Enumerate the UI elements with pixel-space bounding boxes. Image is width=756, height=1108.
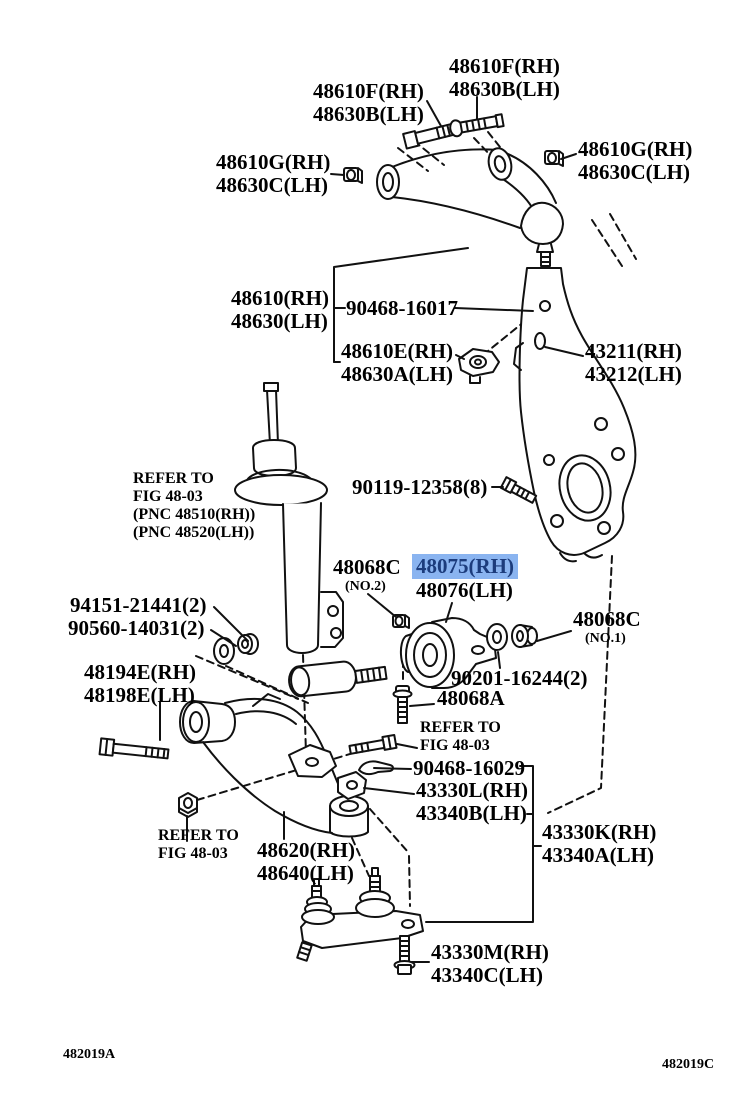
part-number-line: 90201-16244(2) bbox=[451, 666, 588, 690]
note-refer-fig-mid: REFER TO FIG 48-03 bbox=[420, 719, 501, 755]
note-refer-fig-lower: REFER TO FIG 48-03 bbox=[158, 827, 239, 863]
nut-48068c-no2-drawing bbox=[392, 614, 410, 629]
part-number-line: 43330L(RH) bbox=[416, 778, 528, 802]
bushing-48075-drawing bbox=[400, 617, 497, 689]
upper-nut-left-drawing bbox=[343, 167, 363, 184]
part-number-line: 48630B(LH) bbox=[449, 77, 560, 101]
part-number-line-highlighted[interactable]: 48075(RH) bbox=[412, 554, 518, 579]
part-number-line: 48630A(LH) bbox=[341, 362, 453, 386]
figure-code-left: 482019A bbox=[63, 1047, 116, 1062]
note-line: FIG 48-03 bbox=[133, 488, 203, 505]
part-number-line: 48068C bbox=[573, 607, 641, 631]
part-number-line: 48630C(LH) bbox=[578, 160, 690, 184]
nut-48068c-no1-drawing bbox=[511, 624, 538, 648]
part-number-line: 43330M(RH) bbox=[431, 940, 549, 964]
part-number-line: 94151-21441(2) bbox=[70, 593, 207, 617]
part-label-43330l[interactable]: 43330L(RH) 43340B(LH) bbox=[416, 779, 528, 825]
upper-bolt-left-drawing bbox=[402, 122, 461, 150]
part-number-line: 48068A bbox=[437, 686, 505, 710]
part-label-90119-12358[interactable]: 90119-12358(8) bbox=[352, 476, 487, 499]
part-number-line: 48610G(RH) bbox=[578, 137, 693, 161]
part-label-43211[interactable]: 43211(RH) 43212(LH) bbox=[585, 340, 682, 386]
part-number-line: 48610(RH) bbox=[231, 286, 329, 310]
part-number-note: (NO.1) bbox=[585, 631, 626, 646]
bolt-mid-drawing bbox=[348, 733, 398, 755]
note-line: REFER TO bbox=[133, 470, 214, 487]
note-line: FIG 48-03 bbox=[158, 845, 228, 862]
part-label-48610e[interactable]: 48610E(RH) 48630A(LH) bbox=[341, 340, 453, 386]
part-number-line: 43340C(LH) bbox=[431, 963, 543, 987]
part-number-line: 48610G(RH) bbox=[216, 150, 331, 174]
part-label-90468-16029[interactable]: 90468-16029 bbox=[413, 757, 525, 780]
grommet-90468-16017-drawing bbox=[458, 348, 500, 384]
part-number-line: 48610E(RH) bbox=[341, 339, 453, 363]
upper-control-arm-drawing bbox=[376, 147, 564, 267]
part-label-48610g-right[interactable]: 48610G(RH) 48630C(LH) bbox=[578, 138, 692, 184]
part-number-line: 43340B(LH) bbox=[416, 801, 527, 825]
part-number-line: 90119-12358(8) bbox=[352, 475, 488, 499]
part-label-48620[interactable]: 48620(RH) 48640(LH) bbox=[257, 839, 355, 885]
part-number-line: 48610F(RH) bbox=[313, 79, 424, 103]
part-label-48610[interactable]: 48610(RH) 48630(LH) bbox=[231, 287, 329, 333]
part-label-94151-21441[interactable]: 94151-21441(2) bbox=[70, 594, 206, 617]
part-number-line: 43212(LH) bbox=[585, 362, 682, 386]
upper-nut-right-drawing bbox=[544, 150, 564, 167]
part-number-line: 90468-16029 bbox=[413, 756, 525, 780]
note-line: (PNC 48520(LH)) bbox=[133, 524, 255, 541]
washer-90560-drawing bbox=[237, 633, 259, 655]
part-label-48068c-no2[interactable]: 48068C (NO.2) bbox=[333, 555, 401, 595]
part-label-48068a[interactable]: 48068A bbox=[437, 687, 505, 710]
strut-drawing bbox=[234, 382, 344, 654]
part-number-note: (NO.2) bbox=[345, 579, 386, 594]
part-label-48610f-left[interactable]: 48610F(RH) 48630B(LH) bbox=[313, 80, 424, 126]
bolt-48068a-drawing bbox=[392, 685, 413, 724]
bolt-90119-drawing bbox=[499, 476, 538, 504]
part-label-90468-16017[interactable]: 90468-16017 bbox=[346, 297, 458, 320]
clamp-43330l-drawing bbox=[337, 771, 367, 800]
part-label-43330m[interactable]: 43330M(RH) 43340C(LH) bbox=[431, 941, 549, 987]
part-number-line: 48194E(RH) bbox=[84, 660, 196, 684]
part-number-line: 48198E(LH) bbox=[84, 683, 195, 707]
part-number-line: 48076(LH) bbox=[416, 578, 513, 602]
assembly-dashed-lines bbox=[195, 131, 637, 907]
leader-lines bbox=[159, 96, 584, 963]
part-label-48194e[interactable]: 48194E(RH) 48198E(LH) bbox=[84, 661, 196, 707]
lower-arm-drawing bbox=[179, 660, 388, 838]
bolt-43330m-drawing bbox=[393, 935, 416, 975]
upper-bolt-right-drawing bbox=[449, 113, 505, 138]
note-refer-fig-strut: REFER TO FIG 48-03 (PNC 48510(RH)) (PNC … bbox=[133, 470, 255, 542]
ball-joint-drawing bbox=[296, 867, 424, 962]
note-line: (PNC 48510(RH)) bbox=[133, 506, 256, 523]
note-line: REFER TO bbox=[420, 719, 501, 736]
part-number-line: 90560-14031(2) bbox=[68, 616, 205, 640]
part-label-48068c-no1[interactable]: 48068C (NO.1) bbox=[573, 607, 641, 647]
part-number-line: 90468-16017 bbox=[346, 296, 458, 320]
part-label-90201-16244[interactable]: 90201-16244(2) bbox=[451, 667, 587, 690]
part-number-line: 48640(LH) bbox=[257, 861, 354, 885]
part-number-line: 48610F(RH) bbox=[449, 54, 560, 78]
bolt-48194e-drawing bbox=[98, 737, 170, 760]
part-number-line: 48630B(LH) bbox=[313, 102, 424, 126]
note-line: REFER TO bbox=[158, 827, 239, 844]
part-label-48610g-left[interactable]: 48610G(RH) 48630C(LH) bbox=[216, 151, 330, 197]
part-label-48075-48076[interactable]: 48075(RH) 48076(LH) bbox=[412, 554, 518, 602]
washer-90201-drawing bbox=[486, 623, 508, 651]
note-line: FIG 48-03 bbox=[420, 737, 490, 754]
part-number-line: 48620(RH) bbox=[257, 838, 355, 862]
part-number-line: 48068C bbox=[333, 555, 401, 579]
part-number-line: 43330K(RH) bbox=[542, 820, 657, 844]
part-label-48610f-right[interactable]: 48610F(RH) 48630B(LH) bbox=[449, 55, 560, 101]
knuckle-drawing bbox=[513, 267, 637, 563]
part-label-90560-14031[interactable]: 90560-14031(2) bbox=[68, 617, 204, 640]
part-number-line: 48630(LH) bbox=[231, 309, 328, 333]
part-number-line: 43340A(LH) bbox=[542, 843, 654, 867]
part-label-43330k[interactable]: 43330K(RH) 43340A(LH) bbox=[542, 821, 656, 867]
nut-lower-left-drawing bbox=[178, 792, 198, 818]
part-number-line: 48630C(LH) bbox=[216, 173, 328, 197]
figure-code-right: 482019C bbox=[662, 1057, 715, 1072]
part-number-line: 43211(RH) bbox=[585, 339, 682, 363]
